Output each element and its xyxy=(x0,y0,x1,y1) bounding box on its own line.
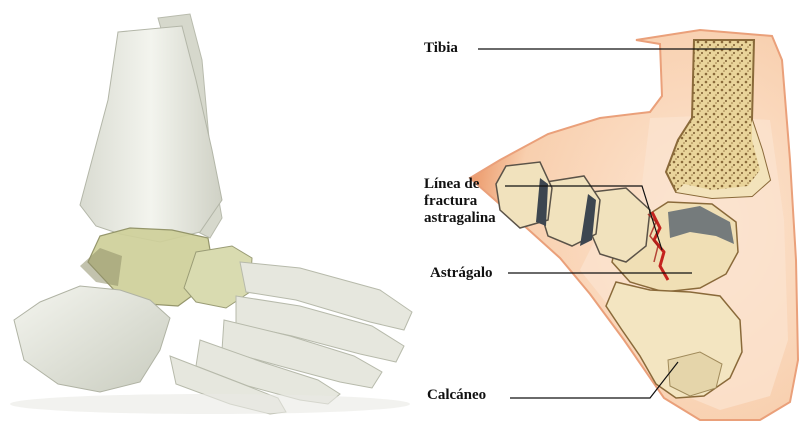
calcaneus-bone xyxy=(14,286,170,392)
label-calcaneus: Calcáneo xyxy=(427,387,486,404)
skeleton-ground-shadow xyxy=(10,394,410,414)
right-section-diagram xyxy=(470,30,798,420)
label-talus: Astrágalo xyxy=(430,265,493,282)
label-tibia: Tibia xyxy=(424,40,458,57)
label-fracture-line: Línea de fractura astragalina xyxy=(424,176,496,227)
left-ankle-skeleton xyxy=(10,14,412,414)
